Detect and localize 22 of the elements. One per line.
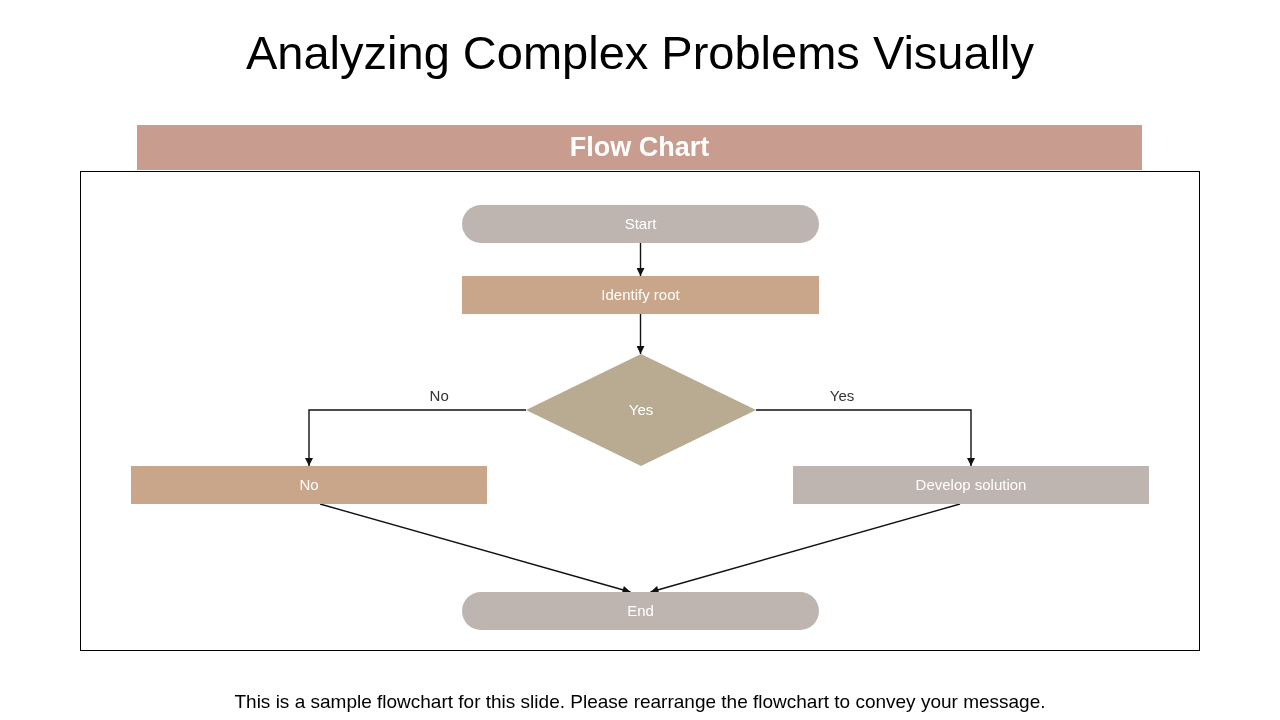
connector-arrow [755,409,975,467]
connector-arrow [305,409,527,467]
process-box [131,466,487,504]
connector-arrow [636,313,645,355]
node-label: Identify root [601,285,680,305]
terminator-pill [462,592,819,630]
connector-arrow [649,503,961,594]
process-box [793,466,1149,504]
node-label: End [627,601,654,621]
process-box [462,276,819,314]
node-label: Start [624,214,657,234]
connector-arrow [636,242,645,277]
header-band [137,125,1142,170]
decision-diamond [526,354,756,466]
node-label: Develop solution [915,475,1027,495]
node-label: No [299,475,319,495]
band-heading: Flow Chart [569,130,710,164]
slide-title: Analyzing Complex Problems Visually [246,25,1034,81]
terminator-pill [462,205,819,243]
slide-caption: This is a sample flowchart for this slide. Please rearrange the flowchart to convey your message. [234,690,1046,714]
node-label: Yes [628,400,654,420]
connector-arrow [319,503,632,594]
